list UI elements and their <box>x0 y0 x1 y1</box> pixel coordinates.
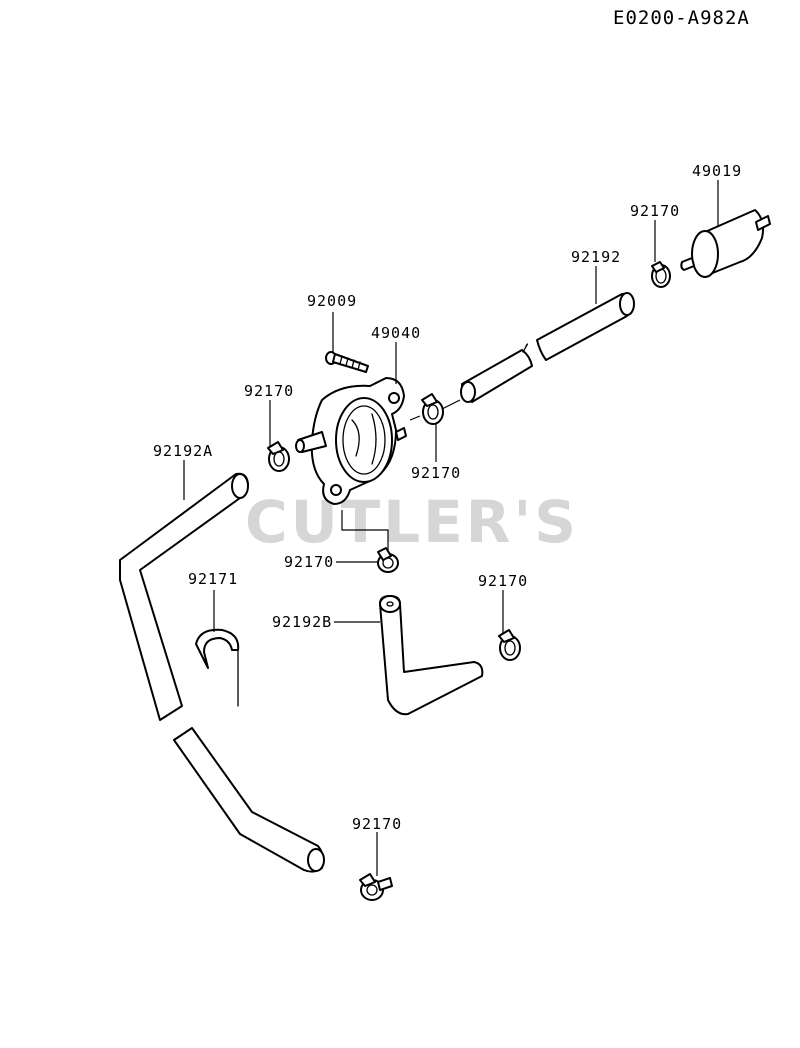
label-clip: 92171 <box>188 570 238 588</box>
hose-b-part <box>379 595 484 716</box>
hose-a-part <box>119 472 325 873</box>
label-clamp-left: 92170 <box>244 382 294 400</box>
label-pump: 49040 <box>371 324 421 342</box>
clamp-b-right-part <box>498 629 521 661</box>
clip-part <box>195 628 240 707</box>
fuel-filter-part <box>680 209 771 278</box>
diagram-code: E0200-A982A <box>613 7 750 29</box>
label-clamp-right: 92170 <box>411 464 461 482</box>
upper-hose-part <box>460 292 635 403</box>
label-clamp-bottom: 92170 <box>352 815 402 833</box>
clamp-bottom-part <box>359 873 393 901</box>
clamp-left-part <box>267 441 290 472</box>
label-clamp-bottom-pump: 92170 <box>284 553 334 571</box>
clamp-right-part <box>421 393 444 425</box>
label-hose-upper: 92192 <box>571 248 621 266</box>
watermark: CUTLER'S <box>245 488 579 556</box>
clamp-filter-part <box>651 261 671 288</box>
label-filter: 49019 <box>692 162 742 180</box>
label-hose-b: 92192B <box>272 613 332 631</box>
label-hose-a: 92192A <box>153 442 213 460</box>
pump-outlet-bracket <box>341 510 389 552</box>
clamp-bottom-pump-part <box>377 547 399 573</box>
fuel-pump-part <box>295 377 407 505</box>
screw-part <box>325 351 369 373</box>
label-screw: 92009 <box>307 292 357 310</box>
label-clamp-b-right: 92170 <box>478 572 528 590</box>
label-clamp-filter: 92170 <box>630 202 680 220</box>
